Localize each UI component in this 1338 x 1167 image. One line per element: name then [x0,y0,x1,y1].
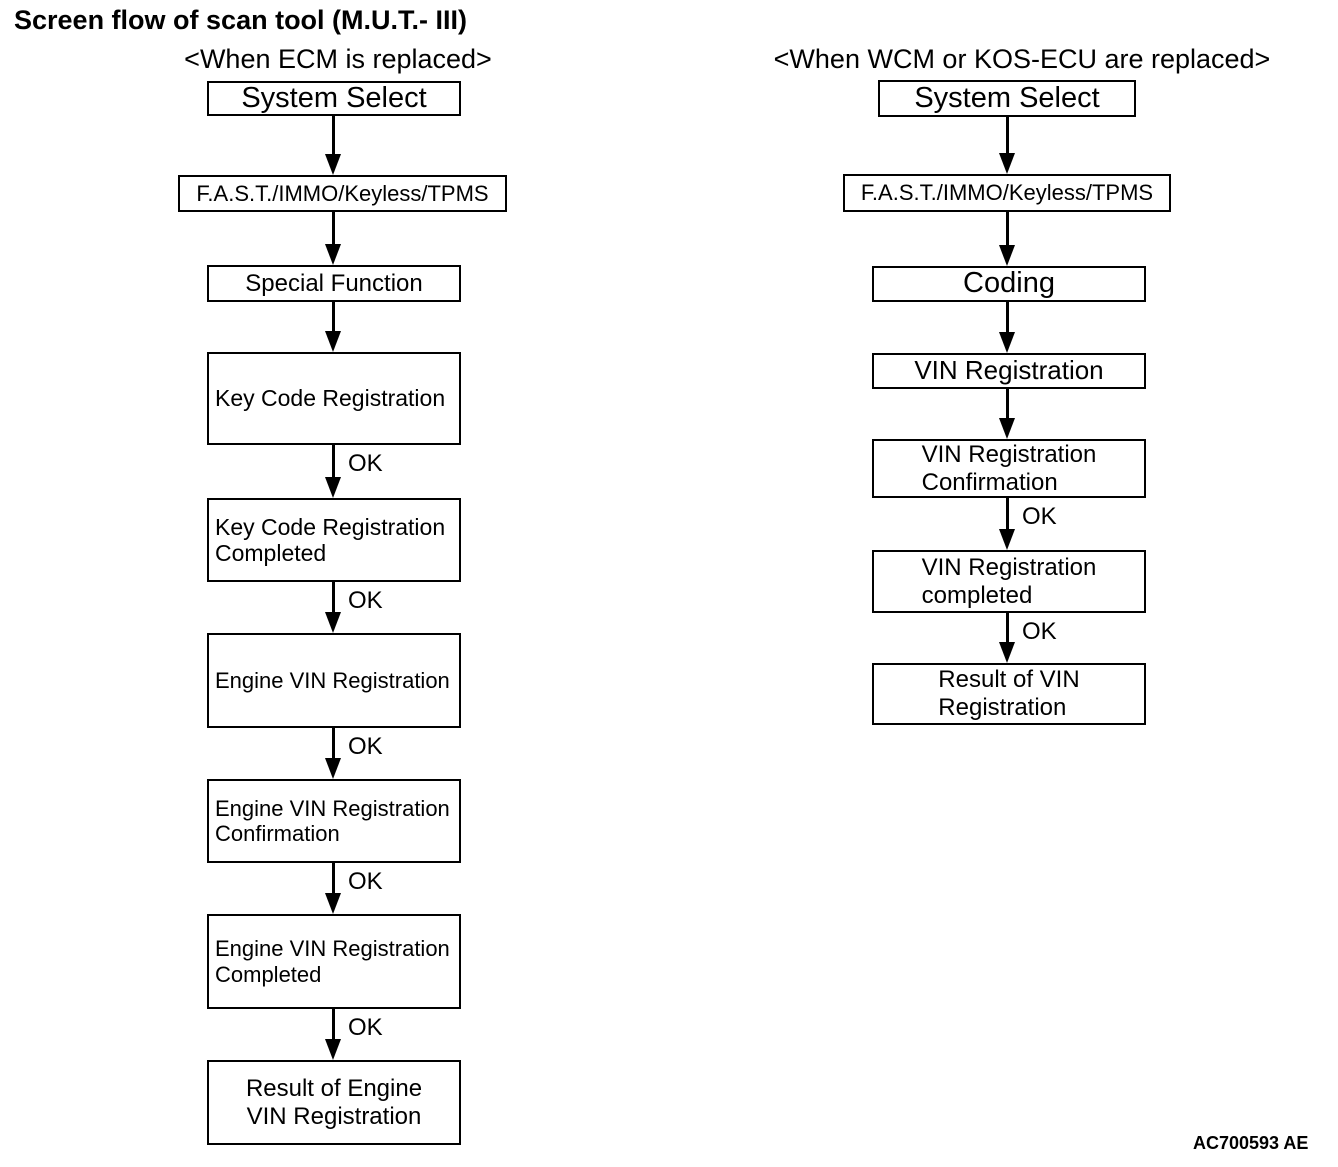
arrowhead-down-icon [325,758,341,779]
flow-arrow [999,212,1015,266]
flow-node-label: System Select [914,81,1100,114]
arrow-line [331,116,335,163]
arrowhead-down-icon [325,893,341,914]
flow-node-key-code-registration: Key Code Registration [207,352,461,445]
flow-node-system-select: System Select [207,81,461,116]
flow-arrow [325,302,341,352]
flow-arrow [999,389,1015,439]
page-title: Screen flow of scan tool (M.U.T.- III) [14,5,468,35]
arrowhead-down-icon [999,332,1015,353]
flow-node-vin-registration: VIN Registration [872,353,1146,389]
flow-arrow [999,302,1015,353]
flow-arrow: OK [325,582,383,633]
arrow-line [331,1009,335,1048]
figure-code: AC700593 AE [1193,1133,1309,1153]
flow-node-fast-immo-keyless-tpms: F.A.S.T./IMMO/Keyless/TPMS [178,175,507,212]
ok-label: OK [348,733,383,760]
ok-label: OK [1022,503,1057,530]
ok-label: OK [348,587,383,614]
arrow-line [331,445,335,486]
flow-node-label: Coding [963,267,1055,300]
flow-node-label: Key Code Registration Completed [215,513,446,566]
ok-label: OK [348,1014,383,1041]
flow-node-engine-vin-registration: Engine VIN Registration [207,633,461,728]
flow-node-special-function: Special Function [207,265,461,302]
arrowhead-down-icon [999,529,1015,550]
arrowhead-down-icon [999,153,1015,174]
flow-node-label: VIN Registration [914,355,1104,386]
flow-node-coding: Coding [872,266,1146,302]
flow-node-system-select-right: System Select [878,80,1136,117]
flow-arrow: OK [999,613,1057,663]
arrow-line [331,863,335,902]
arrowhead-down-icon [999,245,1015,266]
flow-arrow: OK [325,445,383,498]
flow-node-vin-registration-completed: VIN Registration completed [872,550,1146,613]
flow-arrow [325,116,341,175]
ok-label: OK [1022,618,1057,645]
flow-node-label: F.A.S.T./IMMO/Keyless/TPMS [860,180,1154,206]
ok-label: OK [348,868,383,895]
arrow-line [1005,117,1009,162]
flow-node-label: VIN Registration Confirmation [921,440,1097,496]
flow-node-label: F.A.S.T./IMMO/Keyless/TPMS [196,180,489,206]
ok-label: OK [348,450,383,477]
flow-node-key-code-registration-completed: Key Code Registration Completed [207,498,461,582]
flow-node-label: Engine VIN Registration Confirmation [215,795,450,846]
flow-node-result-of-engine-vin-registration: Result of Engine VIN Registration [207,1060,461,1145]
arrow-line [1005,613,1009,651]
flow-node-engine-vin-registration-confirmation: Engine VIN Registration Confirmation [207,779,461,863]
flow-node-label: System Select [241,81,427,114]
flow-node-fast-immo-keyless-tpms-right: F.A.S.T./IMMO/Keyless/TPMS [843,174,1171,212]
arrowhead-down-icon [325,154,341,175]
arrowhead-down-icon [999,642,1015,663]
flow-arrow: OK [325,1009,383,1060]
flow-arrow: OK [325,728,383,779]
flow-node-label: Result of VIN Registration [938,666,1080,721]
arrowhead-down-icon [325,477,341,498]
arrow-line [331,728,335,767]
arrowhead-down-icon [325,1039,341,1060]
flow-node-label: VIN Registration completed [921,553,1097,609]
arrow-line [1005,498,1009,538]
arrow-line [331,582,335,621]
arrow-line [331,302,335,340]
flow-node-label: Key Code Registration [215,385,446,412]
flow-node-result-of-vin-registration: Result of VIN Registration [872,663,1146,725]
flow-node-label: Engine VIN Registration [215,667,450,693]
arrowhead-down-icon [325,612,341,633]
flow-arrow [999,117,1015,174]
flow-node-vin-registration-confirmation: VIN Registration Confirmation [872,439,1146,498]
flow-node-label: Special Function [245,269,423,297]
arrow-line [1005,302,1009,341]
flow-node-label: Result of Engine VIN Registration [245,1074,423,1130]
flow-arrow [325,212,341,265]
arrowhead-down-icon [325,244,341,265]
arrow-line [1005,389,1009,427]
flow-node-label: Engine VIN Registration Completed [215,936,450,987]
arrowhead-down-icon [325,331,341,352]
right-flow-header: <When WCM or KOS-ECU are replaced> [773,44,1271,74]
arrow-line [1005,212,1009,254]
flow-arrow: OK [325,863,383,914]
flow-node-engine-vin-registration-completed: Engine VIN Registration Completed [207,914,461,1009]
flow-arrow: OK [999,498,1057,550]
arrow-line [331,212,335,253]
left-flow-header: <When ECM is replaced> [184,44,492,74]
arrowhead-down-icon [999,418,1015,439]
